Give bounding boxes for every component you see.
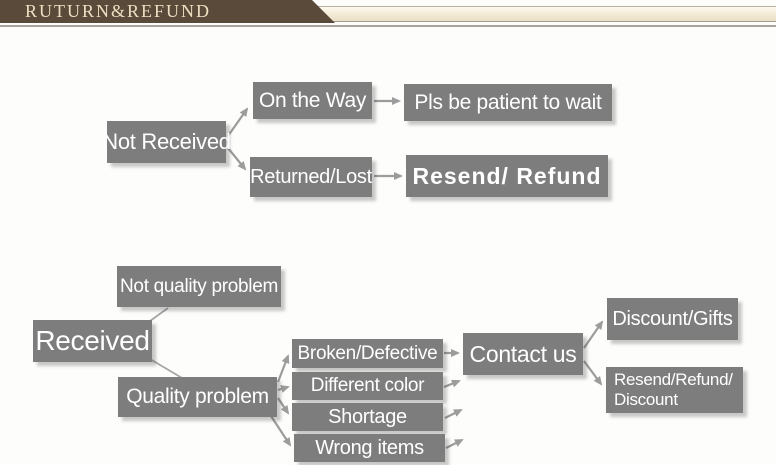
node-broken-defective: Broken/Defective	[292, 339, 443, 368]
node-wrong-items: Wrong items	[294, 434, 445, 462]
node-resend-refund: Resend/ Refund	[406, 155, 608, 197]
arrow-shortage-to-contact-us	[444, 409, 463, 419]
node-resend-refund-discount-line1: Resend/Refund/	[614, 369, 733, 389]
line-received-to-not-quality	[149, 307, 169, 322]
node-resend-refund-discount-text: Resend/Refund/ Discount	[614, 370, 733, 411]
arrow-not-received-to-returned-lost	[227, 147, 247, 171]
node-not-received: Not Received	[102, 121, 231, 163]
node-resend-refund-discount: Resend/Refund/ Discount	[606, 367, 743, 413]
node-discount-gifts: Discount/Gifts	[607, 298, 738, 340]
node-resend-refund-discount-line2: Discount	[614, 390, 678, 409]
header-banner: RUTURN&REFUND	[0, 0, 776, 30]
arrow-wrong-items-to-contact-us	[445, 439, 464, 449]
arrow-quality-to-shortage	[277, 397, 290, 415]
node-pls-be-patient: Pls be patient to wait	[404, 84, 612, 121]
header-brown-bar: RUTURN&REFUND	[0, 0, 335, 23]
page-title: RUTURN&REFUND	[25, 1, 212, 21]
node-shortage: Shortage	[292, 403, 443, 431]
node-on-the-way: On the Way	[253, 82, 372, 119]
arrow-different-color-to-contact-us	[443, 379, 461, 389]
arrow-quality-to-different-color	[277, 385, 290, 393]
line-received-to-quality	[149, 358, 183, 379]
header-beige-strip	[315, 6, 776, 22]
arrow-not-received-to-on-the-way	[227, 107, 249, 137]
node-not-quality-problem: Not quality problem	[117, 266, 281, 307]
node-quality-problem: Quality problem	[118, 377, 277, 417]
arrow-contact-us-to-resend-refund-discount	[583, 360, 603, 386]
arrow-quality-to-wrong-items	[270, 415, 292, 447]
node-different-color: Different color	[292, 372, 443, 400]
node-returned-lost: Returned/Lost	[250, 157, 372, 197]
arrow-quality-to-broken-defective	[276, 354, 290, 383]
node-contact-us: Contact us	[463, 333, 583, 375]
header-underline	[0, 25, 776, 27]
arrow-contact-us-to-discount-gifts	[583, 320, 604, 349]
node-received: Received	[33, 320, 152, 362]
